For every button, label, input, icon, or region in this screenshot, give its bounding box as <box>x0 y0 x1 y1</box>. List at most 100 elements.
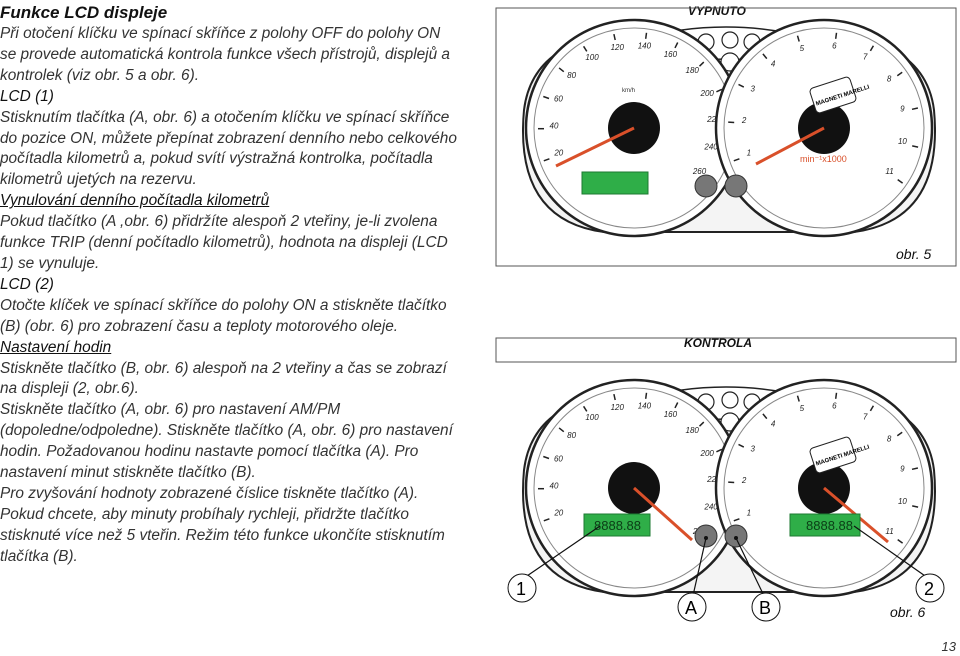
gauge-tick-label: 2 <box>741 116 747 125</box>
gauge-tick-label: 100 <box>585 413 599 422</box>
instrument-cluster-fig6: N 8888.88 204060801001201401601802002202… <box>495 337 957 622</box>
gauge-tick-label: 40 <box>550 482 559 491</box>
gauge-tick-label: 7 <box>863 412 868 421</box>
callout-2 <box>915 573 945 603</box>
gauge-tick-mark <box>543 95 550 100</box>
gauge-tick-label: 4 <box>771 419 776 428</box>
gauge-tick-label: 140 <box>638 42 652 51</box>
page-number: 13 <box>941 639 956 654</box>
gauge-tick-mark <box>912 505 919 508</box>
fig5-caption: obr. 5 <box>896 246 932 262</box>
gauge-tick-label: 7 <box>863 52 868 61</box>
gauge-tick-mark <box>558 427 565 433</box>
fig6-label: KONTROLA <box>684 336 752 350</box>
lcd1-paragraph: Stisknutím tlačítka (A, obr. 6) a otočen… <box>0 108 457 189</box>
callout-b <box>751 592 781 622</box>
text-column: Funkce LCD displeje Při otočení klíčku v… <box>0 2 470 568</box>
gauge-tick-label: 120 <box>611 43 625 52</box>
callout-1-label: 1 <box>516 579 526 599</box>
reset-paragraph: Pokud tlačítko (A ,obr. 6) přidržíte ale… <box>0 213 448 272</box>
gauge-tick-label: 260 <box>692 167 707 176</box>
gauge-tick-label: 180 <box>686 66 700 75</box>
gauge-tick-mark <box>558 67 565 73</box>
gauge-tick-label: 9 <box>900 464 905 473</box>
gauge-tick-label: 6 <box>832 402 837 411</box>
gauge-tick-mark <box>644 392 648 399</box>
gauge-tick-label: 10 <box>898 497 907 506</box>
gauge-tick-mark <box>796 395 800 402</box>
gauge-tick-mark <box>911 107 919 111</box>
gauge-tick-label: 220 <box>706 115 721 124</box>
gauge-tick-mark <box>543 518 550 522</box>
gauge-tick-mark <box>738 443 745 448</box>
gauge-tick-label: 60 <box>554 95 563 104</box>
gauge-tick-label: 200 <box>700 89 715 98</box>
gauge-tick-label: 11 <box>885 527 893 536</box>
lcd1-display: 8888.88 <box>594 518 641 533</box>
gauge-tick-mark <box>897 538 904 544</box>
gauge-tick-mark <box>834 392 838 399</box>
gauge-tick-label: 9 <box>900 104 905 113</box>
gauge-tick-mark <box>644 32 648 39</box>
gauge-tick-mark <box>733 518 740 522</box>
gauge-tick-label: 140 <box>638 402 652 411</box>
gauge-tick-mark <box>698 421 705 427</box>
gauge-tick-label: 160 <box>664 50 678 59</box>
gauge-tick-mark <box>674 42 679 49</box>
gauge-tick-label: 3 <box>750 85 755 94</box>
intro-paragraph: Při otočení klíčku ve spínací skříňce z … <box>0 25 450 84</box>
gauge-tick-mark <box>543 455 550 460</box>
gauge-tick-mark <box>897 178 904 184</box>
lcd1-title: LCD (1) <box>0 87 54 105</box>
gauge-tick-mark <box>912 145 919 148</box>
lcd2-paragraph: Otočte klíček ve spínací skříňce do polo… <box>0 296 447 335</box>
callout-2-label: 2 <box>924 579 934 599</box>
lcd2-title: LCD (2) <box>0 275 54 293</box>
gauge-tick-label: 160 <box>664 410 678 419</box>
gauge-tick-label: 2 <box>741 476 747 485</box>
gauge-tick-mark <box>896 431 903 437</box>
gauge-tick-label: 20 <box>553 148 563 157</box>
gauge-tick-label: 60 <box>554 455 563 464</box>
gauge-tick-mark <box>674 402 679 409</box>
gauge-tick-mark <box>762 53 768 60</box>
gauge-tick-label: 8 <box>887 75 892 84</box>
gauge-tick-label: 100 <box>585 53 599 62</box>
speed-unit-label: km/h <box>622 88 635 94</box>
gauge-tick-label: 8 <box>887 435 892 444</box>
gauge-tick-label: 20 <box>553 508 563 517</box>
callout-1 <box>507 573 537 603</box>
gauge-tick-mark <box>896 71 903 77</box>
button-b-fig5 <box>724 174 748 198</box>
gauge-tick-mark <box>762 413 768 420</box>
gauge-tick-label: 180 <box>686 426 700 435</box>
gauge-tick-mark <box>582 45 588 52</box>
lcd2-display: 8888.88 <box>806 518 853 533</box>
gauge-tick-mark <box>869 405 875 412</box>
gauge-tick-label: 1 <box>747 508 751 517</box>
gauge-tick-mark <box>733 158 740 162</box>
gauge-tick-mark <box>796 35 800 42</box>
gauge-tick-label: 240 <box>703 502 718 511</box>
gauge-tick-mark <box>716 448 723 453</box>
callout-a <box>677 592 707 622</box>
gauge-tick-label: 220 <box>706 475 721 484</box>
gauge-tick-mark <box>613 33 616 41</box>
gauge-tick-mark <box>834 32 838 39</box>
rpm-unit-label: min⁻¹x1000 <box>800 154 847 164</box>
gauge-tick-label: 11 <box>885 167 893 176</box>
gauge-tick-label: 5 <box>800 44 805 53</box>
gauge-tick-mark <box>716 88 723 93</box>
gauge-tick-label: 10 <box>898 137 907 146</box>
gauge-tick-label: 1 <box>747 148 751 157</box>
gauge-tick-label: 3 <box>750 445 755 454</box>
gauge-tick-label: 5 <box>800 404 805 413</box>
fig6-caption: obr. 6 <box>890 604 926 620</box>
section-title: Funkce LCD displeje <box>0 3 168 22</box>
gauge-tick-label: 4 <box>771 59 776 68</box>
reset-title: Vynulování denního počítadla kilometrů <box>0 192 270 210</box>
